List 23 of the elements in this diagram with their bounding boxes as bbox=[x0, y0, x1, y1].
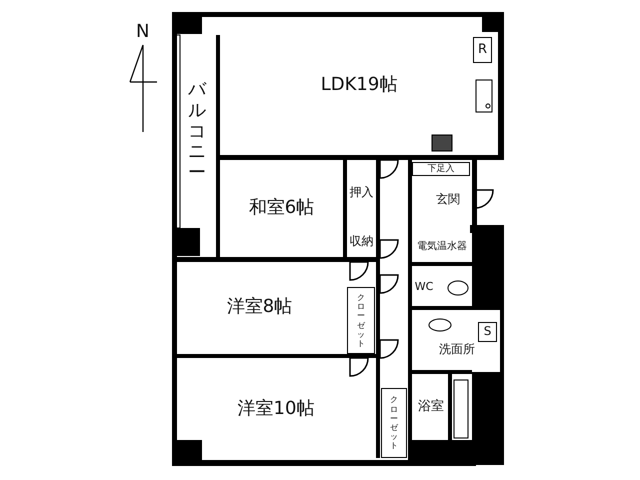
appliance-box bbox=[478, 322, 497, 342]
room-label: 洗面所 bbox=[439, 343, 475, 357]
appliance-letter: R bbox=[478, 42, 488, 58]
room-label: 下足入 bbox=[428, 164, 454, 174]
room-label: 洋室10帖 bbox=[238, 398, 314, 420]
room-label: WC bbox=[414, 280, 434, 294]
appliance-box bbox=[473, 37, 492, 63]
room-label: 和室6帖 bbox=[248, 198, 314, 218]
room-label: 浴室 bbox=[418, 400, 444, 414]
room-label: 玄関 bbox=[436, 193, 460, 207]
closet-label: クローゼット bbox=[356, 292, 366, 348]
appliance-letter: S bbox=[484, 325, 492, 339]
room-label: 洋室8帖 bbox=[226, 296, 292, 318]
room-label: 収納 bbox=[350, 235, 374, 249]
closet-area bbox=[347, 287, 375, 354]
closet-area bbox=[381, 388, 407, 458]
north-label: N bbox=[136, 22, 150, 43]
closet-label: クローゼット bbox=[390, 395, 398, 451]
room-area bbox=[412, 162, 470, 176]
room-label: LDK19帖 bbox=[320, 74, 398, 96]
room-label: バルコニー bbox=[187, 80, 207, 184]
room-label: 押入 bbox=[350, 186, 374, 200]
room-label: 電気温水器 bbox=[417, 241, 467, 253]
